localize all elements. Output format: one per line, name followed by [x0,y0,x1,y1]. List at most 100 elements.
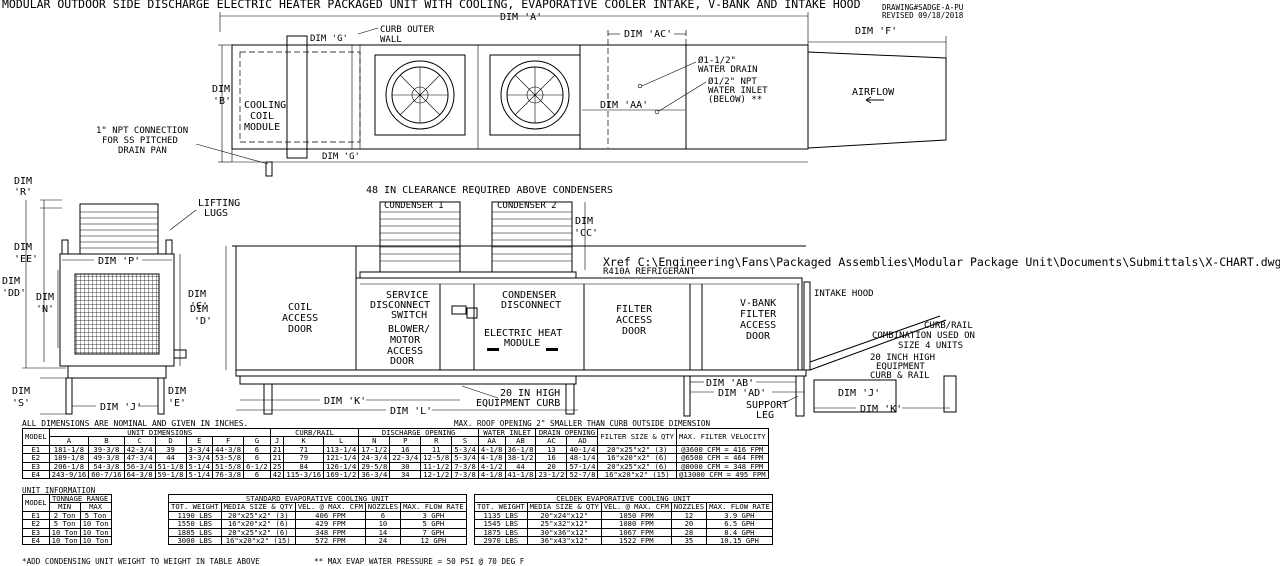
table-cell: 49-3/8 [88,453,125,463]
blower-1: BLOWER/ [388,324,430,335]
table-cell: 64-3/8 [123,470,156,480]
grp-curb-rail: CURB/RAIL [269,427,360,438]
support-2: LEG [756,410,774,421]
table-cell: E4 [22,536,50,546]
blower-4: DOOR [390,356,415,367]
lifting-2: LUGS [204,208,228,219]
support-1: SUPPORT [746,400,788,411]
table-cell: 53-5/8 [212,453,245,463]
dim-s-2: 'S' [12,398,30,409]
table-cell: 76-3/8 [212,470,245,480]
table-cell: 22-3/4 [389,453,422,463]
standard-evap-table: STANDARD EVAPORATIVE COOLING UNIT TOT. W… [168,493,467,546]
dim-a-label: DIM 'A' [500,12,542,23]
table-cell: 24 [364,536,402,546]
table-cell: E4 [22,470,50,480]
npt-1: 1" NPT CONNECTION [96,126,188,136]
table-cell: 23-1/2 [535,470,568,480]
disconnect-switch-icon [451,305,467,315]
vbank-1: V-BANK [740,298,776,309]
cond-disc-1: CONDENSER [502,290,557,301]
dim-b-2: 'B' [213,96,231,107]
curb20-2: EQUIPMENT CURB [476,398,560,409]
end-view: DIM 'R' DIM 'EE' DIM 'DD' DIM 'N' DIM 'P… [2,176,240,415]
dim-k-right: DIM 'K' [860,404,902,415]
table-cell: 12 GPH [400,536,467,546]
col-filter-size: FILTER SIZE & QTY [597,428,677,446]
svc-3: SWITCH [391,310,427,321]
table-cell: 59-1/8 [154,470,187,480]
table-cell: 16"x20"x2" (15) [220,536,296,546]
table-cell: 52-7/8 [566,470,599,480]
airflow-arrow-icon [865,96,884,104]
table-cell: 38-1/2 [504,453,537,463]
table-cell: 16"x20"x2" (6) [220,519,296,529]
table-cell: 4-1/8 [477,453,506,463]
dim-g-top: DIM 'G' [310,34,348,44]
drain-2: WATER DRAIN [698,65,758,75]
table-cell: 1080 FPM [600,519,672,529]
revision-date: REVISED 09/18/2018 [882,11,964,20]
table-cell: 169-1/2 [323,470,360,480]
svc-1: SERVICE [386,290,428,301]
drain-1: Ø1-1/2" [698,55,736,66]
clearance-note: 48 IN CLEARANCE REQUIRED ABOVE CONDENSER… [366,185,613,196]
table-cell: 5 GPH [400,519,467,529]
coil-door-1: COIL [288,302,312,313]
table-cell: 24-3/4 [358,453,391,463]
dim-ad-label: DIM 'AD' [718,388,766,399]
table-cell: 3-3/4 [185,453,214,463]
dim-e-2: 'E' [168,398,186,409]
table-cell: 5 Ton [48,519,81,529]
table-cell: 16"x20"x2" (15) [597,470,677,480]
intake-hood-label: INTAKE HOOD [814,289,874,299]
npt-2: FOR SS PITCHED [102,136,178,146]
table-cell: 21 [269,453,285,463]
intake-hood [809,315,947,371]
table-cell: 572 FPM [294,536,366,546]
col-filter-velocity: MAX. FILTER VELOCITY [676,428,769,446]
table-cell: 10.15 GPH [706,536,773,546]
table-cell: 34 [389,470,422,480]
npt-3: DRAIN PAN [118,146,167,156]
table-cell: 16 [535,453,568,463]
revision-file: DRAWING#SADGE-A-PU [882,3,963,12]
xref-path: Xref C:\Engineering\Fans\Packaged Assemb… [603,255,1280,269]
table-cell: 5-3/4 [451,453,479,463]
table-cell: 121-1/4 [323,453,360,463]
table-cell: 47-3/4 [123,453,156,463]
roof-note: MAX. ROOF OPENING 2" SMALLER THAN CURB O… [454,419,711,428]
table-cell: 243-9/16 [48,470,90,480]
dim-b-1: DIM [212,84,230,95]
table-cell: 12-5/8 [420,453,453,463]
dim-ee-1: DIM [14,242,32,253]
pressure-note: ** MAX EVAP WATER PRESSURE = 50 PSI @ 70… [314,557,525,566]
table-cell: 35 [670,536,708,546]
filter-door-3: DOOR [622,326,647,337]
top-view: DIM 'A' DIM 'G' DIM 'G' CURB OUTER WALL … [96,12,947,177]
table-cell: 6 [243,453,271,463]
table-cell: 1522 FPM [600,536,672,546]
table-cell: 41-1/8 [504,470,537,480]
hicurb-2: EQUIPMENT [876,362,925,372]
filter-door-2: ACCESS [616,315,652,326]
table-cell: 5-1/4 [185,470,214,480]
refrigerant-label: R410A REFRIGERANT [603,267,696,277]
dim-d-1: DIM [190,304,208,315]
curbrail-1: CURB/RAIL [924,321,973,331]
vbank-2: FILTER [740,309,777,320]
table-cell: 1550 LBS [168,519,222,529]
curb-wall-2: WALL [380,35,402,45]
dim-f-label: DIM 'F' [855,26,897,37]
weight-note: *ADD CONDENSING UNIT WEIGHT TO WEIGHT IN… [22,557,260,566]
blower-3: ACCESS [387,346,423,357]
blower-2: MOTOR [390,335,421,346]
table-cell: @6500 CFM = 464 FPM [676,453,769,463]
condenser-disconnect-icon [466,307,478,319]
